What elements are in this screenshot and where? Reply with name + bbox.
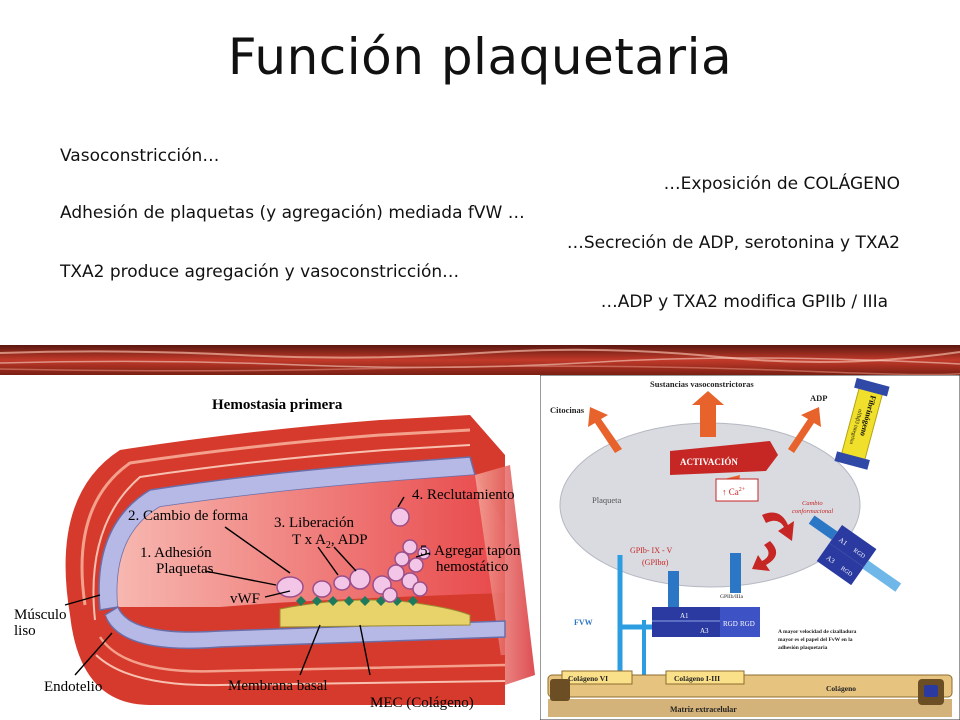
bound-vwf-receptor: A1 A3 RGD RGD	[808, 515, 902, 592]
collagen-vi-tag	[561, 670, 633, 685]
label-sustancias: Sustancias vasoconstrictoras	[650, 379, 754, 389]
note-line-2: mayor es el papel del FvW en la	[778, 637, 853, 643]
label-adhesion: 1. Adhesión	[140, 545, 212, 561]
svg-text:A1: A1	[837, 536, 849, 548]
label-gpiib-iiia: GPIIb/IIIa	[720, 594, 743, 600]
label-hemostatico: hemostático	[436, 559, 508, 575]
diagram-heading: Hemostasia primera	[212, 397, 343, 413]
label-txa2-adp: T x A2, ADP	[292, 532, 368, 551]
label-colageno: Colágeno	[826, 684, 856, 693]
label-activacion: ACTIVACIÓN	[680, 457, 738, 467]
label-liso: liso	[14, 623, 36, 639]
label-cambio: Cambio	[802, 500, 823, 507]
label-a3: A3	[700, 627, 709, 635]
label-musculo: Músculo	[14, 607, 67, 623]
label-rgdrgd: RGD	[740, 620, 755, 628]
label-ca: ↑ Ca2+	[722, 487, 746, 497]
note-line-3: adhesión plaquetaria	[778, 645, 828, 651]
calcium-box	[715, 478, 759, 502]
note-line-1: A mayor velocidad de cizalladura	[778, 629, 857, 635]
label-matriz: Matriz extracelular	[670, 705, 737, 714]
label-reclutamiento: 4. Reclutamiento	[412, 487, 514, 503]
primary-hemostasis-diagram: Hemostasia primera Mú	[14, 397, 535, 711]
bullet-line: Vasoconstricción…	[60, 146, 220, 166]
label-gpiba: (GPIbα)	[642, 558, 669, 567]
label-agregar-tapon: 5. Agregar tapón	[420, 543, 521, 559]
bullet-line: …Exposición de COLÁGENO	[663, 174, 900, 194]
pointer-arrows	[64, 496, 431, 676]
bullet-line: Adhesión de plaquetas (y agregación) med…	[60, 203, 525, 223]
activation-banner	[670, 441, 778, 475]
slide-title: Función plaquetaria	[227, 28, 733, 86]
label-endotelio: Endotelio	[44, 679, 102, 695]
bullet-line: …Secreción de ADP, serotonina y TXA2	[566, 233, 900, 253]
label-colageno-i-iii: Colágeno I-III	[674, 674, 720, 683]
label-plaqueta: Plaqueta	[592, 495, 621, 505]
vwf-molecules	[296, 596, 418, 606]
conformational-arrows	[752, 512, 794, 571]
label-mec: MEC (Colágeno)	[370, 695, 474, 711]
collagen-i-iii-tag	[665, 670, 745, 685]
label-citocinas: Citocinas	[550, 405, 585, 415]
svg-text:A3: A3	[825, 554, 837, 566]
label-gpib: GPIb- IX - V	[630, 546, 673, 555]
label-conformacional: conformacional	[792, 508, 833, 515]
platelet-plug	[276, 507, 431, 603]
fibrinogen-bar	[834, 377, 890, 470]
label-membrana-basal: Membrana basal	[228, 678, 328, 694]
collagen-layer	[547, 674, 953, 698]
platelet-activation-diagram: Sustancias vasoconstrictoras Citocinas A…	[540, 375, 960, 720]
label-fvw: FVW	[574, 618, 593, 627]
muscle-banner	[0, 345, 960, 375]
label-plaquetas: Plaquetas	[156, 561, 214, 577]
bullet-line: …ADP y TXA2 modifica GPIIb / IIIa	[600, 292, 888, 312]
corner-block-left	[550, 679, 570, 701]
label-a1: A1	[680, 612, 689, 620]
label-adp-released: ADP	[810, 393, 827, 403]
bullet-list: Vasoconstricción… …Exposición de COLÁGEN…	[0, 0, 960, 330]
label-vwf: vWF	[230, 591, 260, 607]
label-colageno-vi: Colágeno VI	[568, 674, 608, 683]
label-rgd: RGD	[723, 620, 738, 628]
label-liberacion: 3. Liberación	[274, 515, 354, 531]
gpib-receptor	[668, 571, 679, 609]
label-cambio-forma: 2. Cambio de forma	[128, 508, 248, 524]
bullet-line: TXA2 produce agregación y vasoconstricci…	[60, 262, 460, 282]
